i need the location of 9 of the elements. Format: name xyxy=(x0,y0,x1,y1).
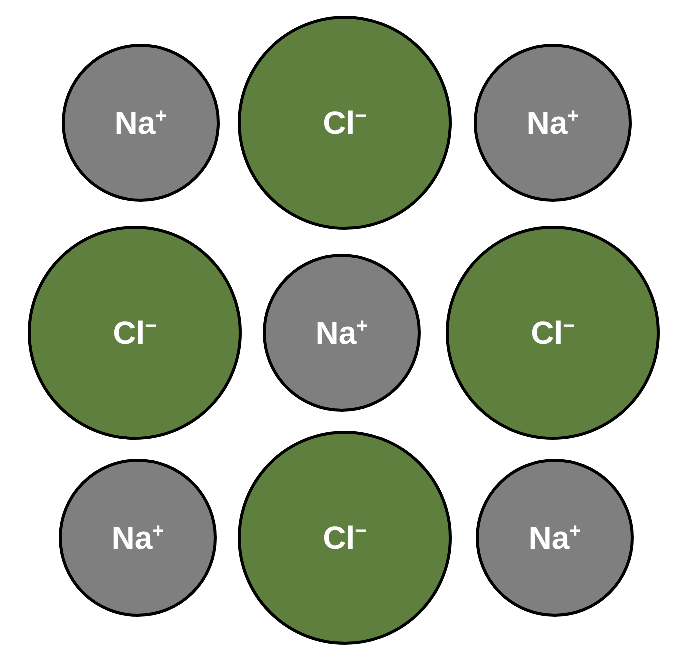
ion-label: Na$^{+}$ xyxy=(528,520,582,556)
ion-label: Cl$^{−}$ xyxy=(113,314,157,352)
ion-label: Cl$^{−}$ xyxy=(323,104,367,142)
ion-label: Cl$^{−}$ xyxy=(531,314,575,352)
ion-label: Na$^{+}$ xyxy=(112,520,164,556)
ion-label: Na$^{+}$ xyxy=(526,104,580,142)
ion-label: Na$^{+}$ xyxy=(114,104,168,142)
ion-label: Cl$^{−}$ xyxy=(323,520,367,556)
ion-label: Na$^{+}$ xyxy=(316,314,368,352)
